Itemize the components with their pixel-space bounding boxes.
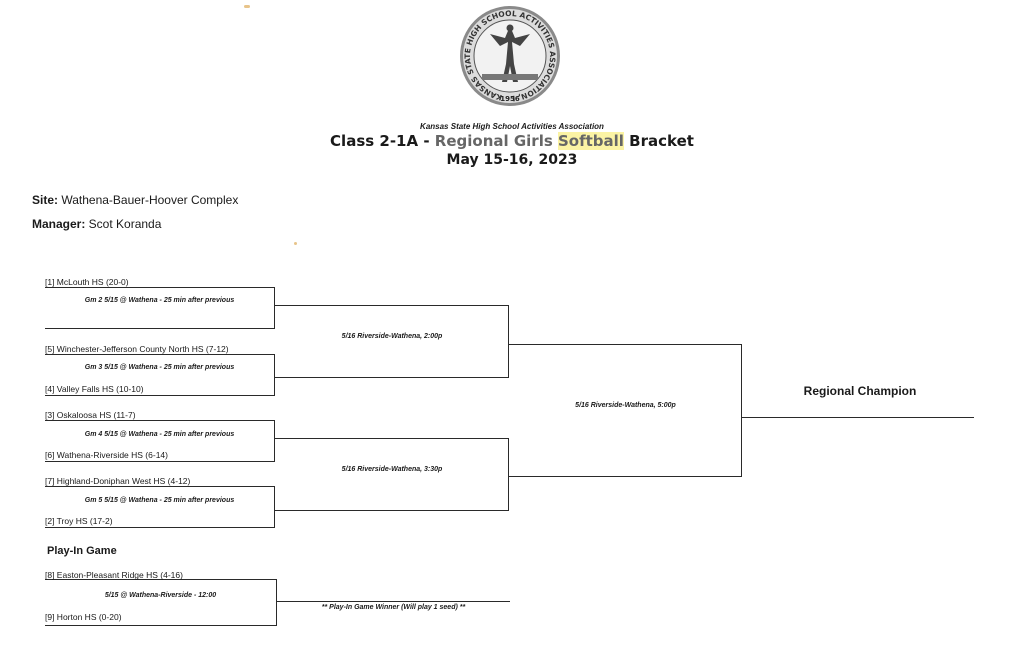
logo-year: 1956 xyxy=(500,95,520,103)
bracket-line xyxy=(509,476,741,477)
bracket-line xyxy=(275,438,508,439)
manager-info: Manager: Scot Koranda xyxy=(32,217,162,231)
champion-line xyxy=(742,417,974,418)
game-info: 5/16 Riverside-Wathena, 2:00p xyxy=(341,333,443,340)
title-highlight: Softball xyxy=(558,132,624,150)
team-slot: [2] Troy HS (17-2) xyxy=(45,516,113,526)
regional-champion-label: Regional Champion xyxy=(803,384,917,398)
team-slot: [1] McLouth HS (20-0) xyxy=(45,277,129,287)
game-info: Gm 3 5/15 @ Wathena - 25 min after previ… xyxy=(84,364,235,371)
game-info: 5/16 Riverside-Wathena, 3:30p xyxy=(341,466,443,473)
bracket-line xyxy=(274,486,275,528)
bracket-line xyxy=(275,305,508,306)
bracket-line xyxy=(508,438,509,511)
team-slot: [3] Oskaloosa HS (11-7) xyxy=(45,410,136,420)
game-info: Gm 2 5/15 @ Wathena - 25 min after previ… xyxy=(84,297,235,304)
bracket-line xyxy=(274,287,275,329)
bracket-line xyxy=(508,305,509,378)
bracket-line xyxy=(45,328,274,329)
game-info: 5/16 Riverside-Wathena, 5:00p xyxy=(575,402,676,409)
team-slot: [6] Wathena-Riverside HS (6-14) xyxy=(45,450,168,460)
bracket-line xyxy=(275,510,508,511)
bracket-line xyxy=(274,354,275,396)
scan-speck xyxy=(294,242,297,245)
play-in-note: ** Play-In Game Winner (Will play 1 seed… xyxy=(321,604,466,611)
team-slot: [8] Easton-Pleasant Ridge HS (4-16) xyxy=(45,570,183,580)
game-info: 5/15 @ Wathena-Riverside - 12:00 xyxy=(104,592,217,599)
tournament-dates: May 15-16, 2023 xyxy=(446,152,578,168)
khsaa-logo: KANSAS STATE HIGH SCHOOL ACTIVITIES ASSO… xyxy=(449,0,568,108)
bracket-line xyxy=(45,287,274,288)
bracket-line xyxy=(45,461,274,462)
organization-name: Kansas State High School Activities Asso… xyxy=(420,122,604,131)
play-in-title: Play-In Game xyxy=(47,545,117,557)
game-info: Gm 5 5/15 @ Wathena - 25 min after previ… xyxy=(84,497,235,504)
page-title: Class 2-1A - Regional Girls Softball Bra… xyxy=(330,132,694,150)
bracket-line xyxy=(274,420,275,462)
bracket-line xyxy=(275,377,508,378)
team-slot: [7] Highland-Doniphan West HS (4-12) xyxy=(45,476,191,486)
bracket-line xyxy=(741,344,742,477)
team-slot: [9] Horton HS (0-20) xyxy=(45,612,122,622)
bracket-line xyxy=(276,579,277,626)
bracket-line xyxy=(45,486,274,487)
bracket-line xyxy=(45,527,274,528)
scan-speck xyxy=(244,5,250,8)
bracket-line xyxy=(45,395,274,396)
bracket-line xyxy=(509,344,741,345)
bracket-line xyxy=(45,579,276,580)
bracket-line xyxy=(45,354,274,355)
team-slot: [5] Winchester-Jefferson County North HS… xyxy=(45,344,229,354)
site-info: Site: Wathena-Bauer-Hoover Complex xyxy=(32,193,239,207)
bracket-line xyxy=(45,420,274,421)
team-slot: [4] Valley Falls HS (10-10) xyxy=(45,384,144,394)
bracket-line xyxy=(277,601,510,602)
game-info: Gm 4 5/15 @ Wathena - 25 min after previ… xyxy=(84,431,235,438)
bracket-line xyxy=(45,625,276,626)
